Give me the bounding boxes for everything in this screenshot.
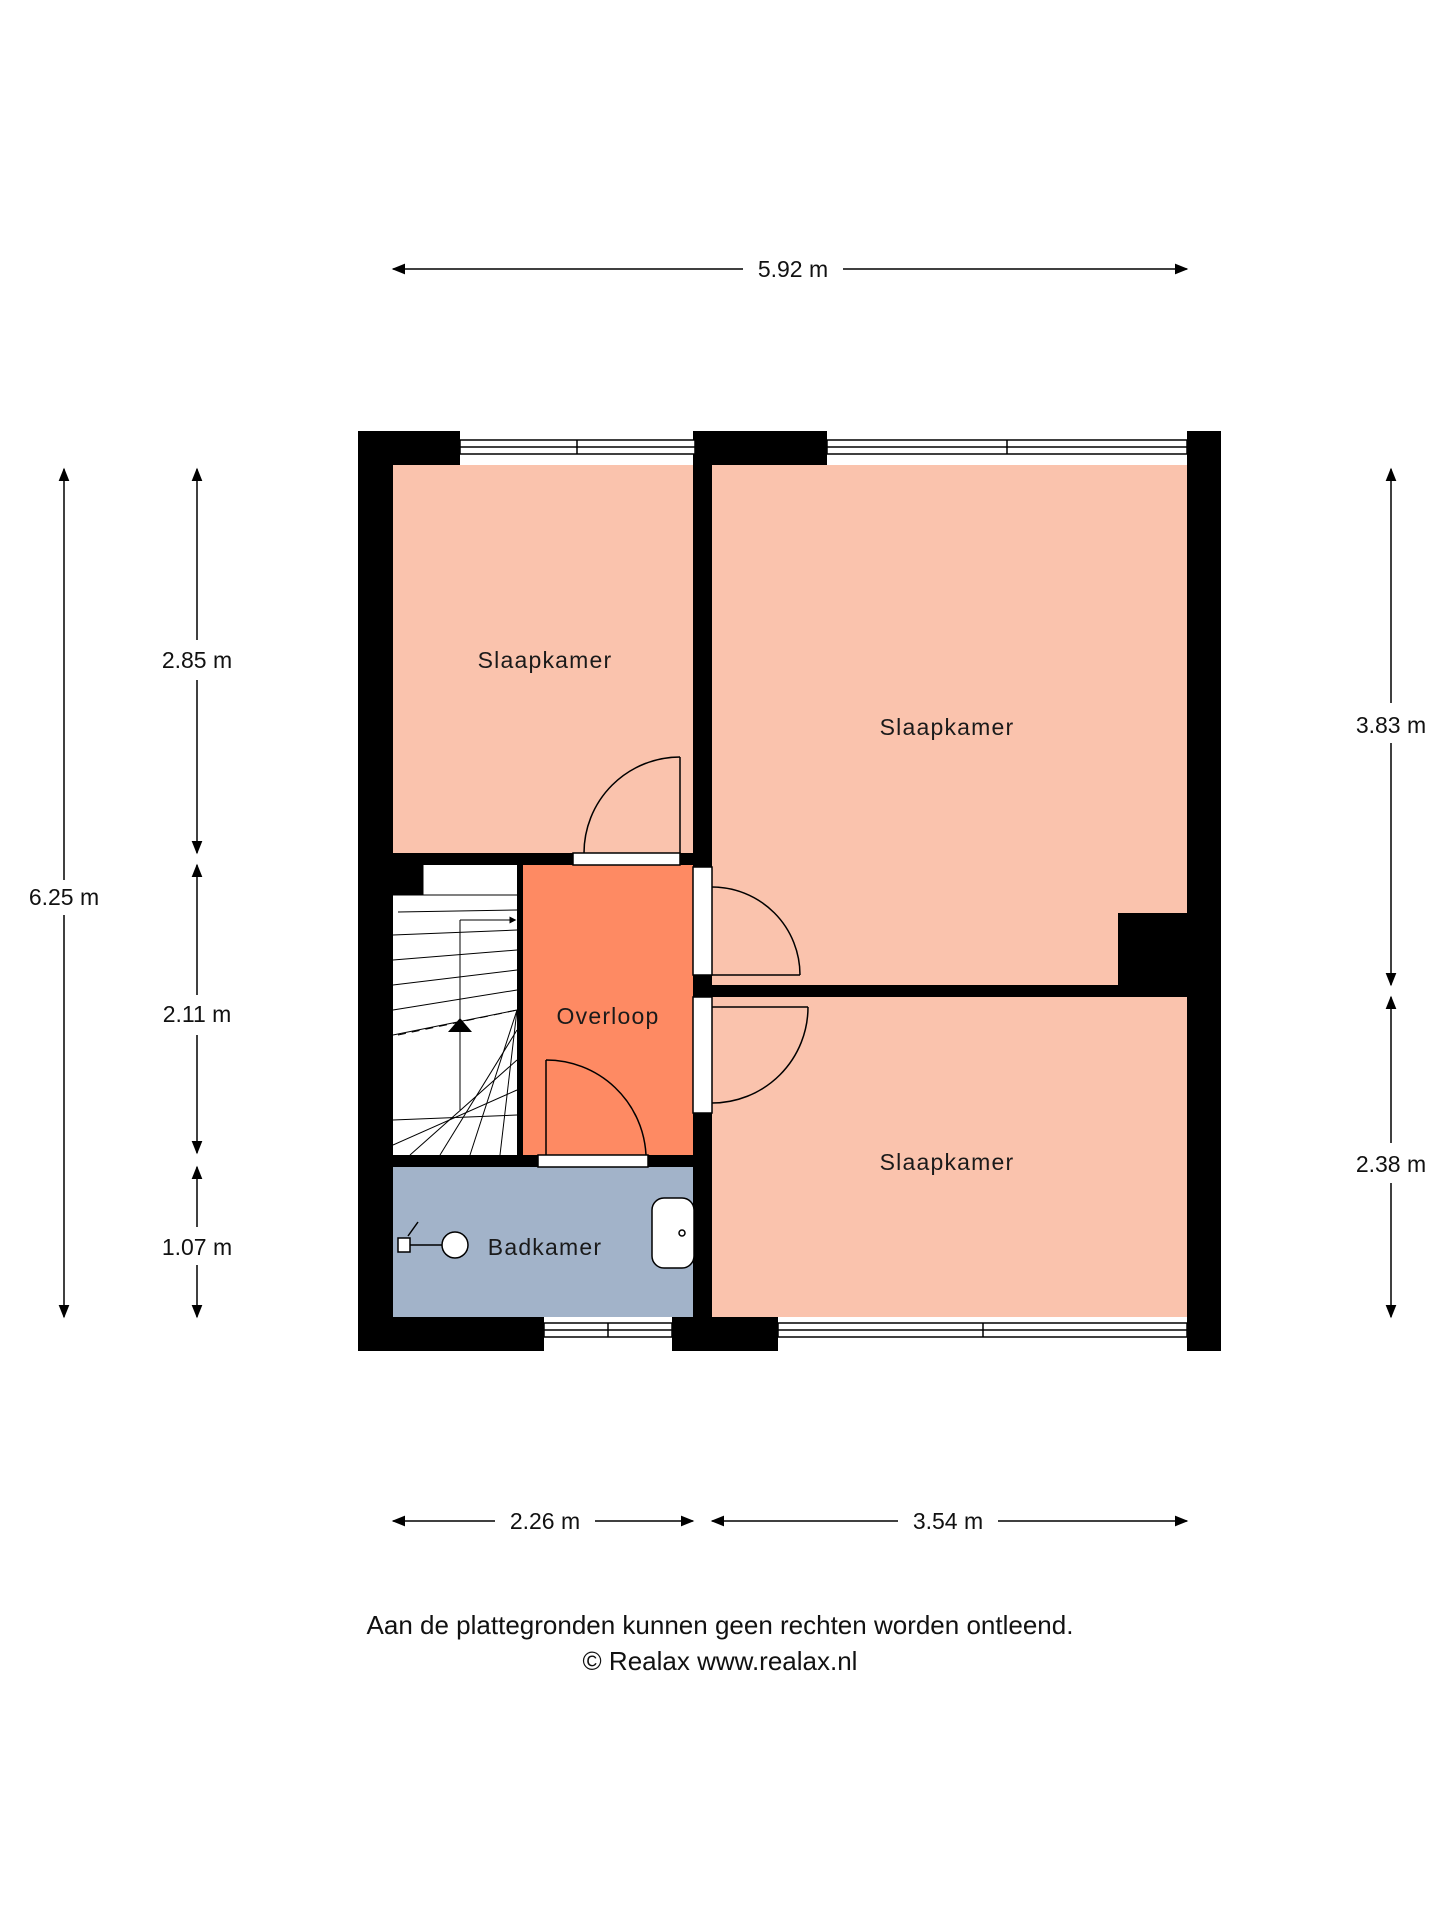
- dim-right-upper: 3.83 m: [1356, 712, 1426, 738]
- dim-total-height: 6.25 m: [29, 884, 99, 910]
- label-slaapkamer-bottom: Slaapkamer: [880, 1149, 1015, 1175]
- door-frame-slaapkamer-large: [692, 866, 713, 976]
- copyright-text: © Realax www.realax.nl: [582, 1646, 858, 1676]
- staircase: [392, 865, 518, 1156]
- windows: [459, 439, 1188, 1338]
- room-slaapkamer-small: [393, 465, 693, 853]
- dim-bottom-left: 2.26 m: [510, 1508, 580, 1534]
- door-frame-badkamer: [537, 1154, 649, 1168]
- dim-left-lower: 1.07 m: [162, 1234, 232, 1260]
- label-overloop: Overloop: [557, 1003, 660, 1029]
- dim-left-middle: 2.11 m: [163, 1001, 232, 1027]
- shower-drain-icon: [441, 1231, 469, 1259]
- room-overloop: [523, 865, 693, 1155]
- sink-icon: [651, 1197, 695, 1269]
- shower-head-icon: [397, 1221, 419, 1253]
- door-frame-slaapkamer-bottom: [692, 996, 713, 1114]
- bathroom-fixtures: [397, 1197, 695, 1269]
- label-slaapkamer-small: Slaapkamer: [478, 647, 613, 673]
- room-slaapkamer-bottom: [712, 997, 1187, 1317]
- disclaimer-text: Aan de plattegronden kunnen geen rechten…: [366, 1610, 1074, 1640]
- door-frame-slaapkamer-small: [572, 852, 681, 866]
- dim-top-width: 5.92 m: [758, 256, 828, 282]
- dimension-lines: [58, 263, 1397, 1527]
- dim-bottom-right: 3.54 m: [913, 1508, 983, 1534]
- dim-left-upper: 2.85 m: [162, 647, 232, 673]
- interior-walls: [393, 431, 1187, 1317]
- stair-arrow-icon: [448, 1018, 472, 1032]
- room-slaapkamer-large: [712, 465, 1187, 985]
- label-slaapkamer-large: Slaapkamer: [880, 714, 1015, 740]
- outer-walls: [358, 431, 1221, 1351]
- label-badkamer: Badkamer: [488, 1234, 602, 1260]
- dim-right-lower: 2.38 m: [1356, 1151, 1426, 1177]
- stairwell: [393, 865, 523, 1155]
- doors: [537, 756, 809, 1168]
